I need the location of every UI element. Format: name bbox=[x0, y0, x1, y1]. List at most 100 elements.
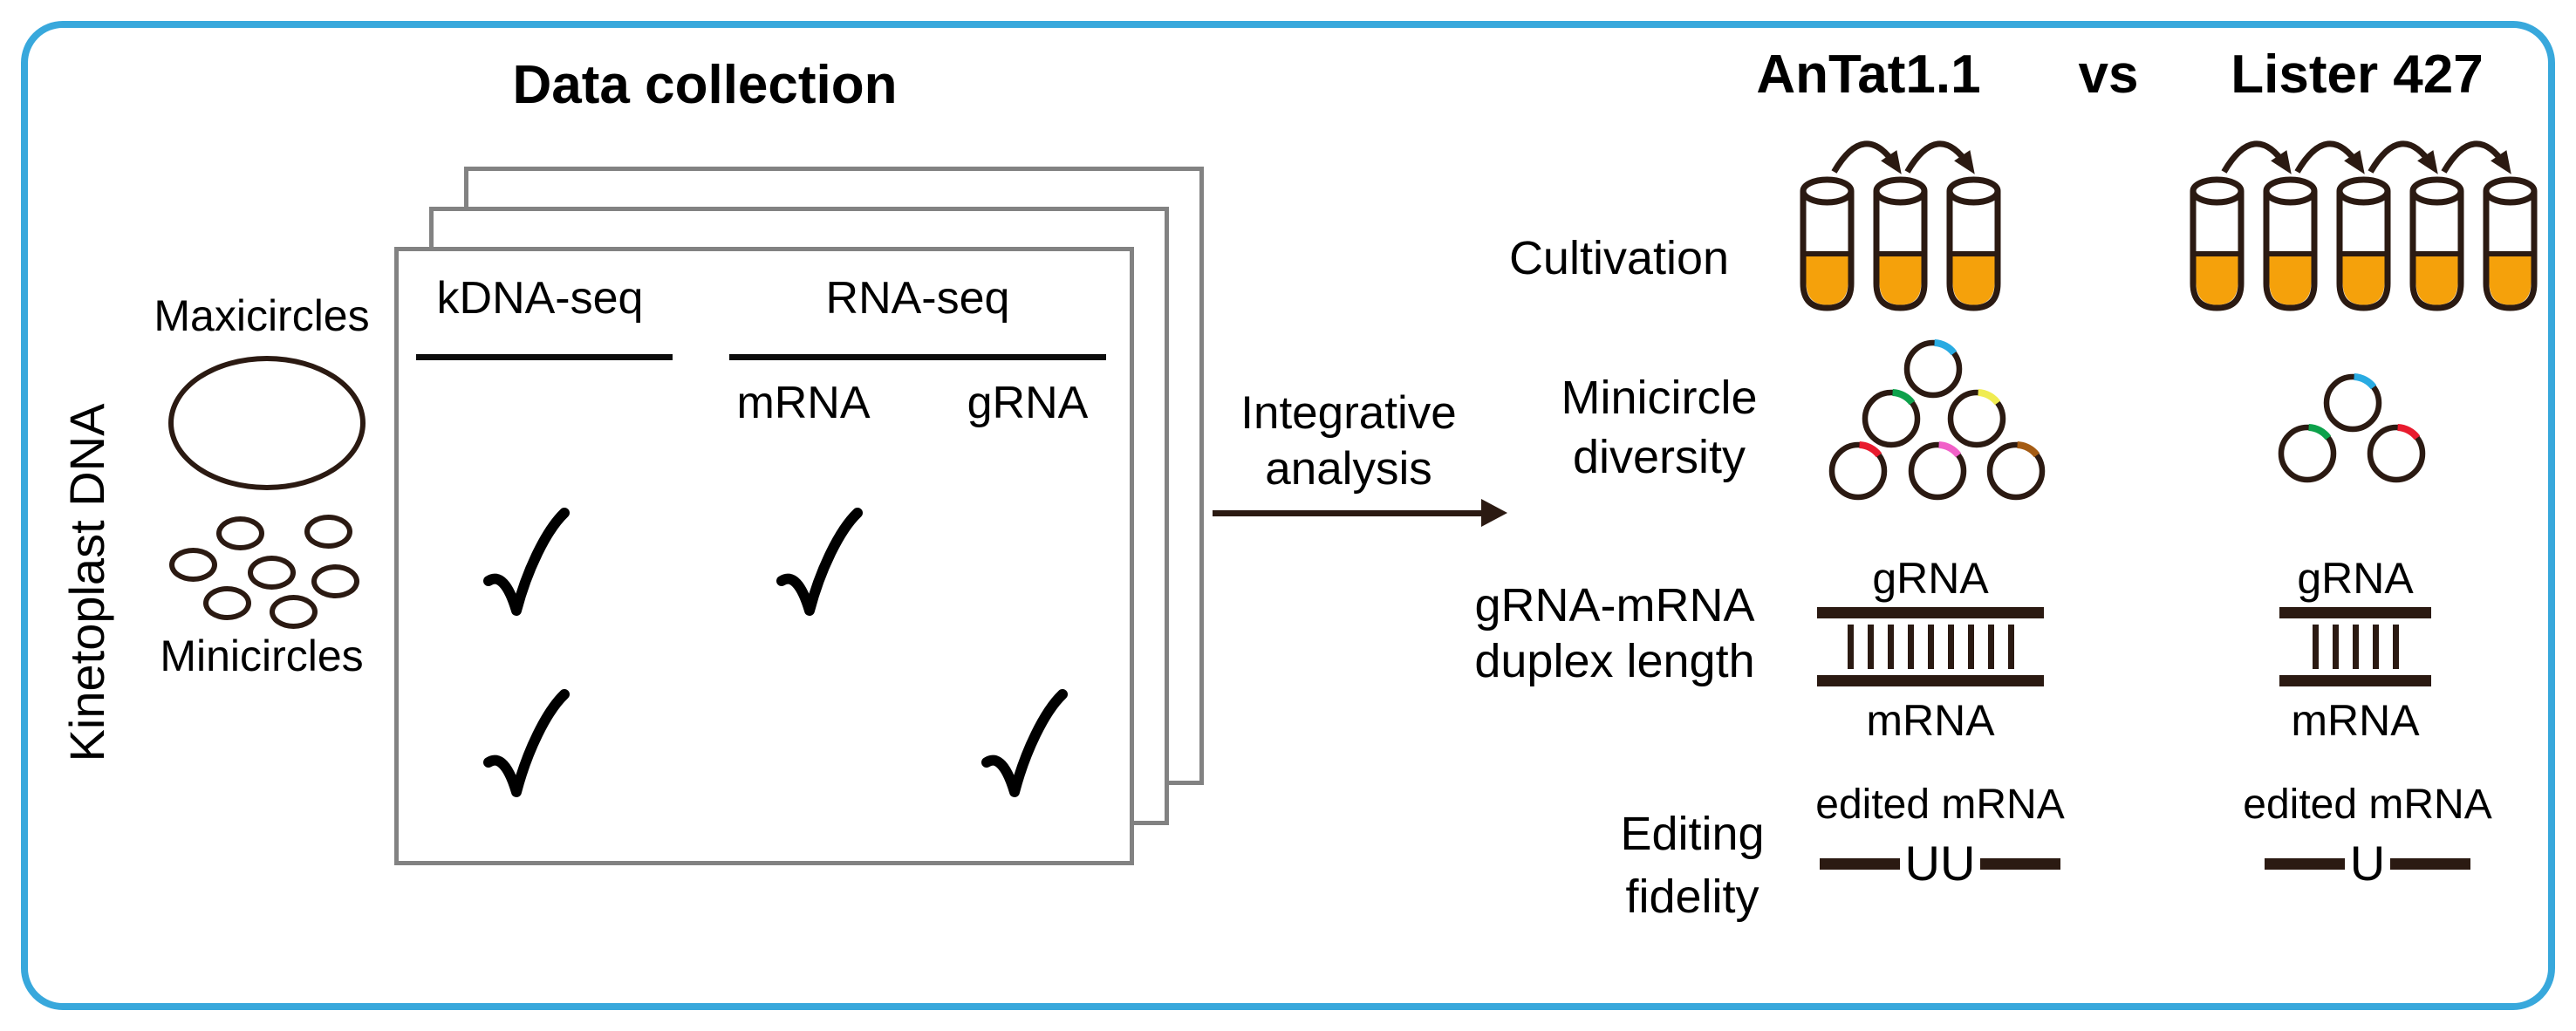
minicircle-diversity-antat bbox=[1828, 339, 2046, 501]
duplex-diagram-antat: gRNA mRNA bbox=[1817, 556, 2044, 742]
transfer-arrow-icon bbox=[2441, 140, 2511, 174]
grna-strand-label: gRNA bbox=[1872, 554, 1989, 603]
minicircle-diversity-lister bbox=[2278, 373, 2426, 483]
culture-tubes-antat bbox=[1800, 140, 2001, 311]
mrna-segment-bar bbox=[2264, 857, 2345, 870]
transfer-arrow-icon bbox=[2294, 140, 2365, 174]
grna-strand-bar bbox=[1817, 607, 2044, 618]
minicircles-label: Minicircles bbox=[160, 632, 364, 680]
minicircle-icon bbox=[311, 564, 359, 598]
minicircle-class-arc bbox=[2017, 441, 2040, 458]
uridine-insert-label: UU bbox=[1904, 836, 1976, 891]
cultivation-label-line1: Cultivation bbox=[1508, 232, 1730, 284]
right-arrow-icon bbox=[1213, 510, 1485, 516]
base-pair-ticks bbox=[1847, 625, 2014, 669]
strain-antat-title: AnTat1.1 bbox=[1756, 44, 1981, 105]
culture-tube-icon bbox=[2483, 176, 2538, 311]
right-arrowhead-icon bbox=[1481, 499, 1507, 527]
minicircle-diversity-row-label: Minicircle diversity bbox=[1528, 368, 1790, 487]
culture-tube-icon bbox=[2336, 176, 2391, 311]
minicircle-class-arc bbox=[1938, 441, 1962, 458]
minicircle-ring-icon bbox=[1862, 389, 1921, 448]
figure-border bbox=[21, 21, 2555, 1010]
mrna-segment-bar bbox=[2390, 857, 2471, 870]
minicircle-ring-icon bbox=[1828, 441, 1888, 501]
transfer-arrow-icon bbox=[2221, 140, 2292, 174]
checkmark-icon bbox=[981, 689, 1068, 797]
minicircle-ring-icon bbox=[1947, 389, 2006, 448]
edited-mrna-caption: edited mRNA bbox=[1815, 782, 2065, 828]
culture-tube-icon bbox=[2409, 176, 2464, 311]
base-pair-tick bbox=[2372, 625, 2379, 669]
editing-fidelity-line1: Editing bbox=[1620, 808, 1765, 860]
checkmark-icon bbox=[483, 689, 570, 797]
editing-diagram-lister: edited mRNA U bbox=[2237, 783, 2498, 888]
minicircle-icon bbox=[169, 548, 217, 582]
integrative-analysis-line1: Integrative bbox=[1240, 387, 1457, 439]
minicircle-class-arc bbox=[2308, 424, 2332, 440]
grna-strand-label: gRNA bbox=[2297, 554, 2414, 603]
data-sheet-front bbox=[394, 247, 1134, 865]
culture-tube-icon bbox=[1800, 176, 1855, 311]
checkmark-icon bbox=[483, 508, 570, 616]
maxicircles-label: Maxicircles bbox=[154, 291, 370, 340]
minicircle-ring-icon bbox=[1908, 441, 1967, 501]
mrna-subheader: mRNA bbox=[736, 378, 871, 428]
grna-strand-bar bbox=[2279, 607, 2431, 618]
kdna-seq-underline bbox=[416, 354, 673, 360]
culture-tube-icon bbox=[1946, 176, 2001, 311]
base-pair-tick bbox=[1867, 625, 1874, 669]
base-pair-tick bbox=[2007, 625, 2014, 669]
base-pair-tick bbox=[1887, 625, 1894, 669]
base-pair-tick bbox=[2332, 625, 2339, 669]
kinetoplast-dna-label: Kinetoplast DNA bbox=[59, 403, 114, 762]
mrna-strand-bar bbox=[1817, 675, 2044, 686]
minicircle-ring-icon bbox=[2367, 424, 2426, 483]
rna-seq-header: RNA-seq bbox=[825, 273, 1010, 324]
minicircle-icon bbox=[216, 516, 264, 550]
minicircle-icon bbox=[248, 556, 296, 590]
editing-fidelity-row-label: Editing fidelity bbox=[1561, 802, 1823, 928]
integrative-analysis-label: Integrative analysis bbox=[1209, 386, 1488, 497]
culture-tube-icon bbox=[2263, 176, 2318, 311]
edited-mrna-strand: UU bbox=[1819, 836, 2061, 891]
strain-lister-title: Lister 427 bbox=[2231, 44, 2484, 105]
minicircle-ring-icon bbox=[1986, 441, 2046, 501]
kdna-seq-header: kDNA-seq bbox=[436, 273, 644, 324]
editing-diagram-antat: edited mRNA UU bbox=[1809, 783, 2071, 888]
base-pair-ticks bbox=[2312, 625, 2399, 669]
edited-mrna-caption: edited mRNA bbox=[2243, 782, 2492, 828]
transfer-arrow-icon bbox=[1904, 140, 1975, 174]
minicircle-diversity-line2: diversity bbox=[1572, 431, 1746, 483]
uridine-insert-label: U bbox=[2349, 836, 2386, 891]
base-pair-tick bbox=[1967, 625, 1974, 669]
base-pair-tick bbox=[1927, 625, 1934, 669]
editing-fidelity-line2: fidelity bbox=[1625, 871, 1759, 923]
minicircle-icon bbox=[270, 595, 318, 629]
minicircle-class-arc bbox=[2397, 424, 2421, 440]
culture-tube-icon bbox=[1873, 176, 1928, 311]
culture-tube-icon bbox=[2190, 176, 2245, 311]
minicircle-class-arc bbox=[1978, 389, 2001, 406]
base-pair-tick bbox=[2392, 625, 2399, 669]
mrna-strand-label: mRNA bbox=[1866, 696, 1995, 745]
minicircle-class-arc bbox=[1892, 389, 1916, 406]
minicircle-class-arc bbox=[2354, 373, 2377, 390]
base-pair-tick bbox=[1907, 625, 1914, 669]
cultivation-row-label: Cultivation bbox=[1488, 232, 1750, 284]
minicircle-ring-icon bbox=[1903, 339, 1963, 399]
duplex-length-row-label: gRNA-mRNA duplex length bbox=[1462, 577, 1767, 689]
data-collection-title: Data collection bbox=[512, 55, 898, 115]
culture-tubes-lister bbox=[2190, 140, 2538, 311]
base-pair-tick bbox=[1987, 625, 1994, 669]
transfer-arrow-icon bbox=[2368, 140, 2438, 174]
minicircle-class-arc bbox=[1934, 339, 1958, 356]
mrna-segment-bar bbox=[1980, 857, 2061, 870]
grna-subheader: gRNA bbox=[967, 378, 1089, 428]
duplex-length-line2: duplex length bbox=[1474, 635, 1755, 687]
minicircle-diversity-line1: Minicircle bbox=[1561, 372, 1758, 424]
checkmark-icon bbox=[776, 508, 863, 616]
base-pair-tick bbox=[1847, 625, 1854, 669]
maxicircle-icon bbox=[168, 356, 366, 490]
mrna-strand-bar bbox=[2279, 675, 2431, 686]
